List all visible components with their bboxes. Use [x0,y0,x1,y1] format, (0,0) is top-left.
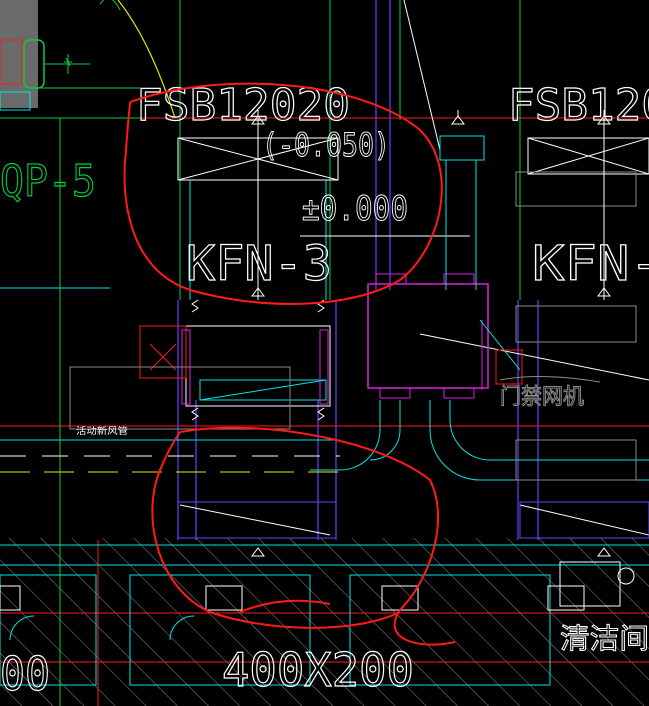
fan-coil-left [69,299,331,430]
room-label: 门禁网机 [500,385,584,410]
duct-size-label-left: 00 [0,647,50,701]
room-cleaning-label: 清洁间 [560,622,649,655]
leader-lines [179,0,649,536]
elevation-label-2: ±0.000 [302,189,408,229]
lower-ducts [0,439,649,686]
magenta-unit [367,273,489,399]
elevation-markers [251,110,611,557]
duct-size-label: 400X200 [222,643,414,697]
markup-circle-upper [123,82,443,305]
supply-unit-left [0,118,470,300]
equipment-top-left [0,0,121,111]
fan-label-right: KFN- [532,236,649,292]
markup-arrow [239,599,331,613]
pipes-center [310,135,649,481]
small-note: 活动新风管 [76,425,128,437]
unit-tag-left: FSB12020 [136,80,350,131]
elevation-label-1: (-0.050) [262,126,390,164]
hatched-corridor [0,538,649,706]
yellow-curve [117,0,176,119]
red-markup [123,82,456,646]
fan-label-left: KFN-3 [186,236,332,292]
unit-tag-right: FSB120 [508,80,649,131]
supply-unit-right [499,118,649,481]
pump-tag: QP-5 [0,156,96,207]
markup-circle-lower [151,426,456,646]
